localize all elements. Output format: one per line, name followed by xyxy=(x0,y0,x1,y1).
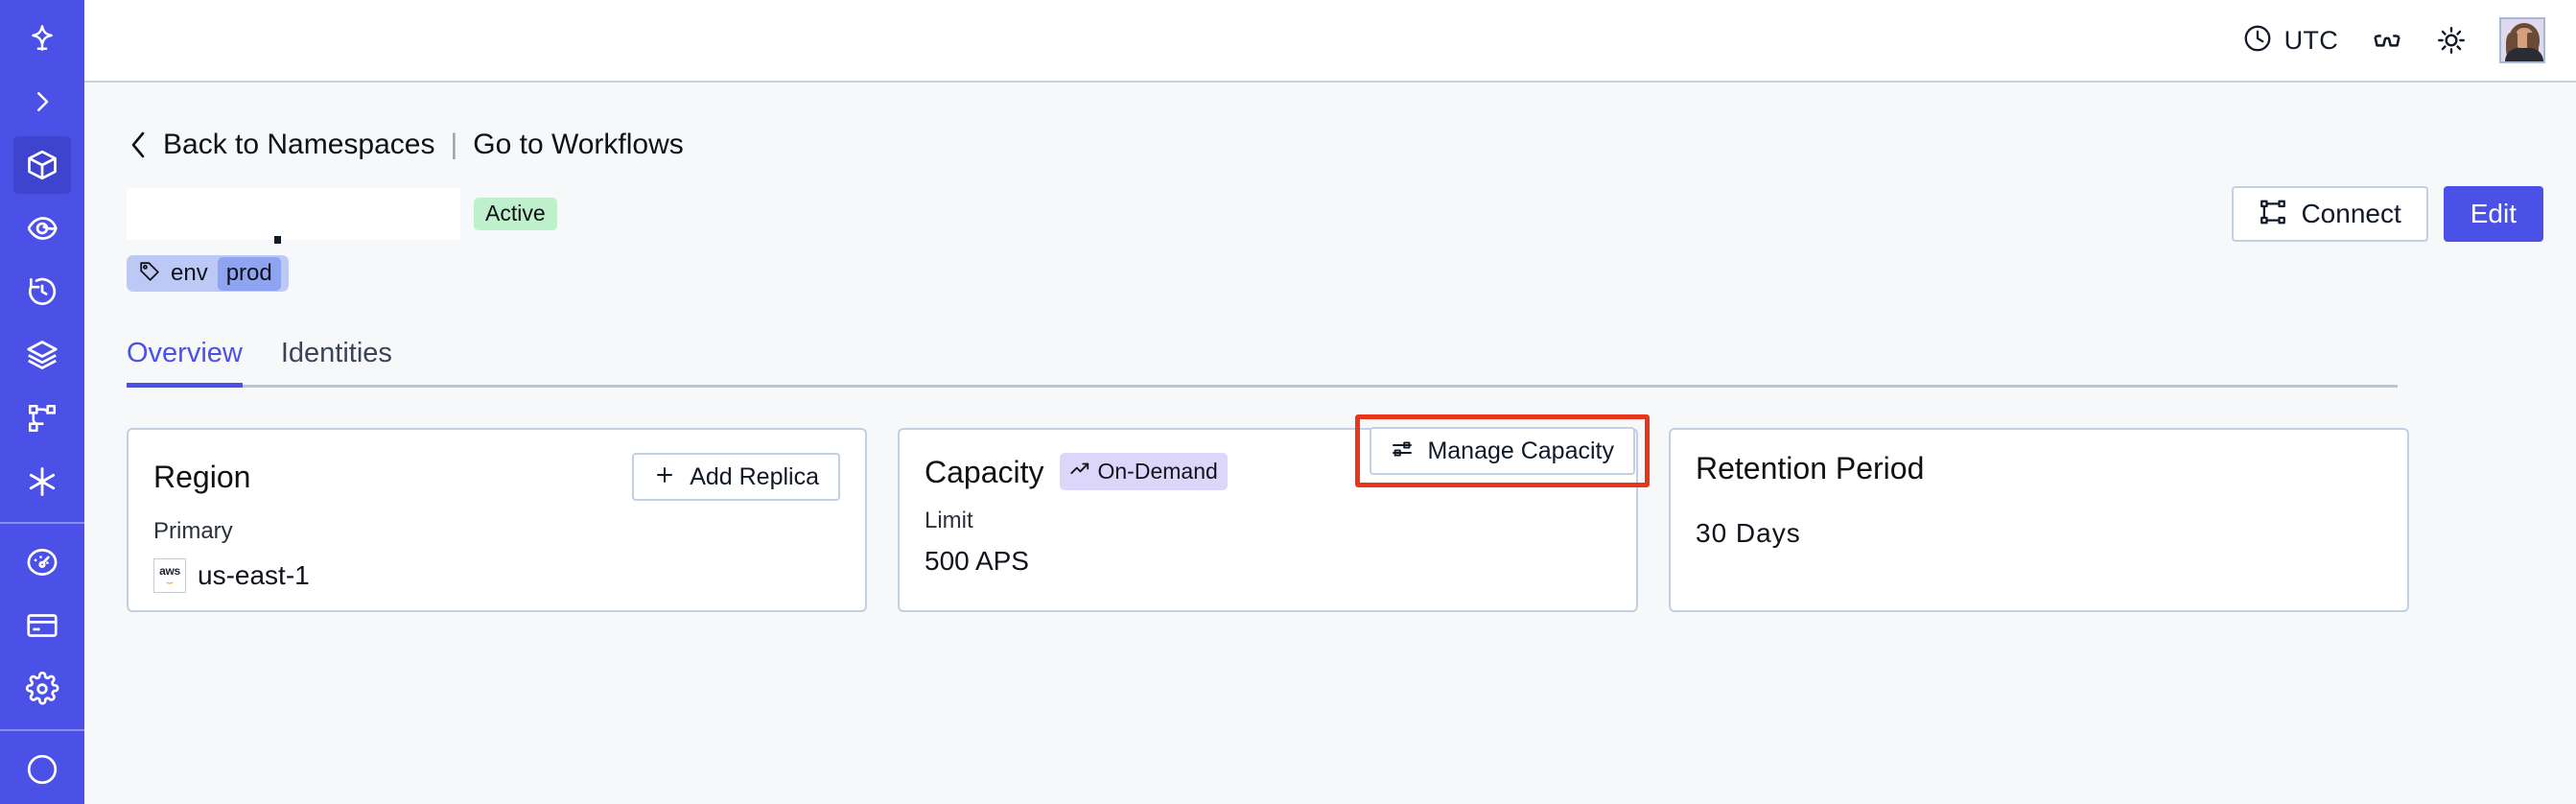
capacity-limit-label: Limit xyxy=(925,508,973,533)
overview-cards-wrap: Region Add Replica xyxy=(127,388,2409,612)
tab-overview[interactable]: Overview xyxy=(127,338,243,388)
connect-button[interactable]: Connect xyxy=(2232,186,2428,242)
sidebar-item-history[interactable] xyxy=(13,263,71,320)
go-to-workflows-link[interactable]: Go to Workflows xyxy=(473,129,684,160)
retention-card-header: Retention Period xyxy=(1696,453,2382,484)
capacity-card-title: Capacity xyxy=(925,454,1044,489)
page-title xyxy=(127,188,460,244)
top-header-bar: UTC xyxy=(84,0,2576,83)
timezone-selector[interactable]: UTC xyxy=(2242,23,2338,59)
title-redaction-mark xyxy=(274,236,281,244)
breadcrumb: Back to Namespaces | Go to Workflows xyxy=(127,83,2543,161)
tab-identities[interactable]: Identities xyxy=(280,338,392,368)
sidebar-item-workflows[interactable] xyxy=(13,390,71,447)
namespace-actions: Connect Edit xyxy=(2232,186,2543,242)
status-badge: Active xyxy=(474,198,557,230)
connect-icon xyxy=(2259,198,2287,231)
manage-capacity-highlight: Manage Capacity xyxy=(1355,414,1650,487)
retention-card-title: Retention Period xyxy=(1696,451,1925,485)
edit-button[interactable]: Edit xyxy=(2443,186,2543,242)
tab-bar: Overview Identities xyxy=(127,326,2398,388)
tags-row: env prod xyxy=(127,255,2543,292)
logo-star-icon[interactable] xyxy=(13,10,71,67)
back-chevron-icon[interactable] xyxy=(127,129,150,161)
sun-icon[interactable] xyxy=(2436,25,2467,56)
on-demand-badge: On-Demand xyxy=(1059,453,1228,490)
region-primary-label: Primary xyxy=(153,518,233,544)
expand-chevron-icon[interactable] xyxy=(13,73,71,130)
sidebar-item-layers[interactable] xyxy=(13,326,71,384)
aws-logo-icon: aws ⌣ xyxy=(153,558,186,593)
add-replica-label: Add Replica xyxy=(690,462,819,490)
aws-logo-text: aws xyxy=(159,563,180,578)
plus-icon xyxy=(653,463,676,491)
clock-icon xyxy=(2242,23,2273,59)
header-actions: UTC xyxy=(2242,17,2545,63)
trending-up-icon xyxy=(1069,459,1090,484)
retention-value: 30 Days xyxy=(1696,518,1801,548)
main-region: UTC xyxy=(84,0,2576,804)
back-to-namespaces-link[interactable]: Back to Namespaces xyxy=(163,129,435,160)
breadcrumb-separator: | xyxy=(450,129,458,160)
sidebar-divider-2 xyxy=(0,729,84,732)
connect-label: Connect xyxy=(2301,199,2401,228)
overview-cards: Region Add Replica xyxy=(127,414,2409,612)
sliders-icon xyxy=(1391,437,1414,465)
region-card-title: Region xyxy=(153,460,251,494)
tag-value: prod xyxy=(217,256,281,291)
glasses-icon[interactable] xyxy=(2371,24,2403,57)
avatar[interactable] xyxy=(2499,17,2545,63)
on-demand-label: On-Demand xyxy=(1097,458,1218,484)
manage-capacity-label: Manage Capacity xyxy=(1427,437,1614,464)
left-sidebar xyxy=(0,0,84,804)
card-retention-period: Retention Period 30 Days xyxy=(1669,428,2409,612)
capacity-limit-value: 500 APS xyxy=(925,546,1029,576)
sidebar-item-billing[interactable] xyxy=(13,597,71,654)
namespace-title-row: Active xyxy=(127,186,2543,244)
sidebar-item-usage[interactable] xyxy=(13,533,71,591)
aws-logo-smile: ⌣ xyxy=(165,574,175,589)
region-value-row: aws ⌣ us-east-1 xyxy=(153,558,840,593)
timezone-label: UTC xyxy=(2283,25,2338,55)
manage-capacity-button[interactable]: Manage Capacity xyxy=(1370,427,1635,475)
card-region: Region Add Replica xyxy=(127,428,867,612)
sidebar-item-help-icon[interactable] xyxy=(13,741,71,798)
capacity-card-header: Capacity On-Demand xyxy=(925,414,1650,490)
tag-chip-env[interactable]: env prod xyxy=(127,255,289,292)
region-card-header: Region Add Replica xyxy=(153,453,840,501)
edit-label: Edit xyxy=(2470,199,2517,228)
sidebar-item-asterisk[interactable] xyxy=(13,453,71,510)
tag-key: env xyxy=(171,260,208,286)
sidebar-item-namespaces[interactable] xyxy=(13,136,71,195)
region-value: us-east-1 xyxy=(198,560,310,590)
page-content: Back to Namespaces | Go to Workflows Act… xyxy=(84,83,2576,804)
tag-icon xyxy=(138,260,161,288)
sidebar-item-observability[interactable] xyxy=(13,200,71,257)
sidebar-item-settings[interactable] xyxy=(13,660,71,718)
sidebar-divider-1 xyxy=(0,522,84,525)
region-card-action: Add Replica xyxy=(632,453,840,501)
card-capacity: Capacity On-Demand xyxy=(898,414,1650,612)
add-replica-button[interactable]: Add Replica xyxy=(632,453,840,501)
